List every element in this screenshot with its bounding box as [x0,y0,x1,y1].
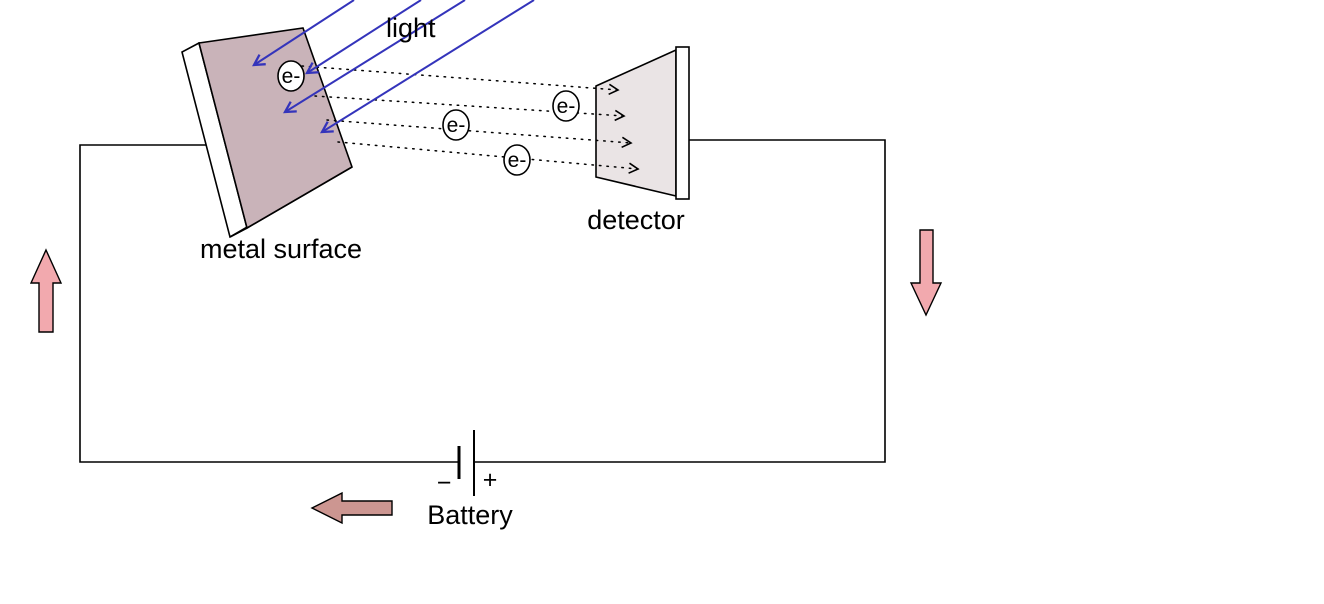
detector [595,46,690,200]
battery-label: Battery [427,500,513,530]
electron-label: e- [508,149,527,172]
electron-circle [503,144,531,176]
battery-plus-label: + [483,466,498,494]
circuit-wire [79,139,886,463]
electron: e- [552,90,580,122]
light-ray [305,0,422,75]
light-ray [320,0,535,134]
electron-label: e- [557,95,576,118]
electron-label: e- [282,65,301,88]
metal-surface-label: metal surface [200,234,362,264]
electron-path [301,65,620,96]
current-arrow-left [310,491,393,525]
current-arrow-down [909,229,943,317]
electron: e- [503,144,531,176]
detector-label: detector [587,205,685,235]
current-arrow-up [29,248,63,333]
detector-back-plate [675,46,690,200]
electron: e- [277,60,305,92]
electron-path [326,119,633,149]
light-rays [252,0,535,134]
electron-circle [277,60,305,92]
battery-minus-label: − [437,469,452,497]
detector-body [595,48,677,198]
plate-face [198,27,353,230]
light-ray [252,0,355,67]
light-label: light [386,13,436,43]
metal-surface-plate [181,27,353,239]
light-ray [283,0,466,114]
battery-symbol: − + [437,430,498,497]
electron-circle [552,90,580,122]
electron-path [337,141,640,174]
electron-label: e- [447,114,466,137]
electrons: e- e- e- e- [277,60,580,176]
electron-circle [442,109,470,141]
electron: e- [442,109,470,141]
electron-paths [301,65,640,174]
